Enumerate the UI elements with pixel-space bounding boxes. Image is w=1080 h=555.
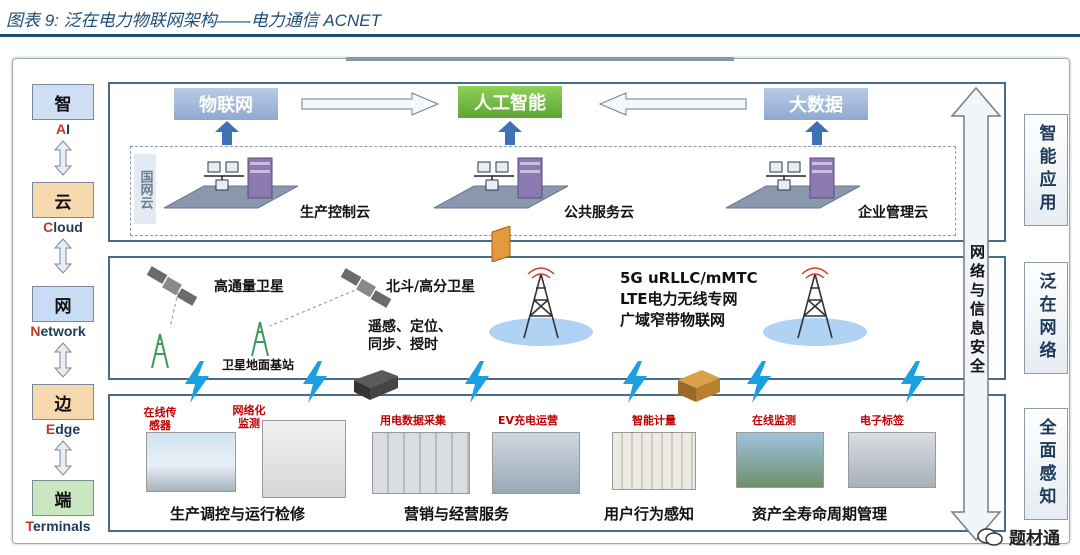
label-networked-monitoring: 网络化监测 — [232, 404, 266, 430]
label-ev-charging: EV充电运营 — [498, 414, 559, 427]
online-monitoring-photo — [736, 432, 824, 488]
ground-station-label: 卫星地面基站 — [222, 358, 295, 372]
cloud-label-public: 公共服务云 — [564, 205, 634, 221]
label-smart-metering: 智能计量 — [632, 414, 676, 427]
satellite-icon — [340, 268, 392, 308]
left-box-ai: 智 — [32, 84, 94, 120]
sgcc-cloud-area — [130, 146, 956, 236]
left-box-cloud: 云 — [32, 182, 94, 218]
label-online-sensor: 在线传感器 — [143, 406, 177, 432]
cell-tower-icon — [763, 267, 867, 346]
security-double-arrow-icon — [950, 86, 1002, 542]
ev-charging-photo — [492, 432, 580, 494]
server-platform-icon — [725, 157, 861, 209]
wireless-line: LTE电力无线专网 — [620, 290, 738, 308]
bidirectional-arrow-icon — [54, 238, 72, 274]
lightning-icon — [747, 361, 771, 403]
right-arrow-icon — [301, 92, 440, 116]
title-rule — [0, 34, 1080, 37]
right-label-smart-app: 智能应用 — [1024, 114, 1068, 226]
edge-gateway-icon — [354, 370, 398, 400]
cloud-label-enterprise: 企业管理云 — [858, 205, 928, 221]
left-caption-terminals: Terminals — [25, 518, 91, 534]
server-platform-icon — [163, 157, 299, 209]
up-arrow-icon — [805, 121, 829, 145]
label-electronic-tag: 电子标签 — [860, 414, 904, 427]
wireless-line: 广域窄带物联网 — [620, 311, 726, 329]
watermark-text: 题材通 — [1009, 529, 1060, 549]
edge-terminal-icon — [678, 370, 720, 402]
right-label-full-sensing: 全面感知 — [1024, 408, 1068, 520]
meter-bank-photo — [372, 432, 470, 494]
bidirectional-arrow-icon — [54, 342, 72, 378]
monitoring-devices-photo — [262, 420, 346, 498]
positioning-functions-label: 遥感、定位、 同步、授时 — [368, 318, 452, 354]
satellite-label-beidou: 北斗/高分卫星 — [386, 279, 476, 295]
cell-tower-icon — [489, 267, 593, 346]
function-line: 同步、授时 — [368, 337, 438, 353]
bidirectional-arrow-icon — [54, 140, 72, 176]
security-label: 网络与信息安全 — [968, 244, 986, 377]
tag-ai: 人工智能 — [458, 86, 562, 118]
bottom-label-user-behavior: 用户行为感知 — [604, 505, 695, 523]
sgcc-cloud-tag: 国网云 — [134, 154, 156, 224]
wireless-tech-label: 5G uRLLC/mMTC LTE电力无线专网 广域窄带物联网 — [620, 268, 758, 331]
bidirectional-arrow-icon — [54, 440, 72, 476]
bottom-label-asset-lifecycle: 资产全寿命周期管理 — [752, 505, 888, 523]
satellite-label-high-throughput: 高通量卫星 — [214, 279, 284, 295]
substation-photo — [146, 432, 236, 492]
left-caption-cloud: Cloud — [43, 219, 83, 235]
left-caption-edge: Edge — [45, 421, 81, 437]
lightning-icon — [465, 361, 489, 403]
cloud-label-production: 生产控制云 — [300, 205, 370, 221]
figure-title: 图表 9: 泛在电力物联网架构——电力通信 ACNET — [6, 11, 381, 30]
electronic-tag-photo — [848, 432, 936, 488]
satellite-icon — [146, 266, 198, 306]
left-box-network: 网 — [32, 286, 94, 322]
ground-antenna-icon — [151, 333, 169, 369]
radiator-photo — [612, 432, 696, 490]
left-box-terminals: 端 — [32, 480, 94, 516]
watermark: 题材通 — [977, 524, 1060, 549]
left-box-edge: 边 — [32, 384, 94, 420]
layer-network — [108, 256, 1006, 380]
left-caption-network: Network — [30, 323, 86, 339]
ground-antenna-icon — [251, 321, 269, 357]
label-power-data-collection: 用电数据采集 — [380, 414, 446, 427]
tag-iot: 物联网 — [174, 88, 278, 120]
firewall-icon — [491, 226, 511, 262]
up-arrow-icon — [498, 121, 522, 145]
wireless-line: 5G uRLLC/mMTC — [620, 269, 758, 287]
function-line: 遥感、定位、 — [368, 319, 452, 335]
left-arrow-icon — [598, 92, 747, 116]
lightning-icon — [303, 361, 327, 403]
tag-bigdata: 大数据 — [764, 88, 868, 120]
server-platform-icon — [433, 157, 569, 209]
left-caption-ai: AI — [55, 121, 70, 137]
satellite-links-icon — [170, 287, 361, 329]
right-label-ubiquitous-network: 泛在网络 — [1024, 262, 1068, 374]
up-arrow-icon — [215, 121, 239, 145]
lightning-icon — [623, 361, 647, 403]
lightning-icon — [901, 361, 925, 403]
bottom-label-production: 生产调控与运行检修 — [170, 505, 306, 523]
frame-top-bar — [346, 57, 734, 61]
wechat-icon — [977, 527, 1003, 546]
lightning-icon — [185, 361, 209, 403]
label-online-monitoring: 在线监测 — [752, 414, 796, 427]
bottom-label-marketing: 营销与经营服务 — [404, 505, 510, 523]
